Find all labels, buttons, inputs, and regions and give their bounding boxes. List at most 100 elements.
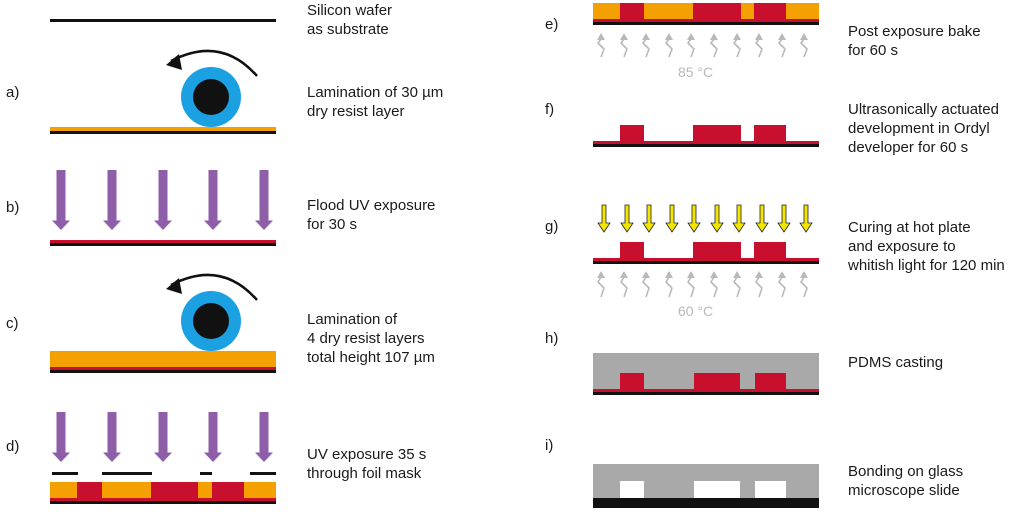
description-line: microscope slide [848, 482, 960, 499]
heat-arrow [733, 33, 741, 58]
heat-squiggle [597, 38, 605, 58]
exposed-region [693, 3, 741, 19]
exposed-resist-layer [50, 367, 276, 370]
silicon-wafer [593, 22, 819, 25]
description-line: through foil mask [307, 465, 422, 482]
heat-arrow [800, 271, 808, 298]
step-label-c: c) [6, 315, 19, 332]
step-b-graphic [50, 240, 276, 246]
heat-arrowhead [665, 271, 673, 278]
glass-slide [593, 498, 819, 508]
heat-arrowhead [620, 271, 628, 278]
heat-squiggle [687, 38, 695, 58]
uv-arrow [154, 412, 172, 462]
step-label-h: h) [545, 330, 559, 347]
silicon-wafer [50, 370, 276, 373]
description-line: Curing at hot plate [848, 219, 971, 236]
roller-icon [166, 49, 258, 127]
arrow-shaft [107, 170, 117, 221]
exposed-region [212, 482, 244, 498]
heat-arrow [597, 271, 605, 298]
heat-arrow [800, 33, 808, 58]
microchannel [620, 481, 644, 498]
light-arrow [642, 204, 656, 233]
exposed-region [151, 482, 198, 498]
foil-mask-segment [200, 472, 212, 475]
heat-arrowhead [800, 271, 808, 278]
uv-arrow [103, 412, 121, 462]
heat-arrowhead [755, 33, 763, 40]
heat-arrow [665, 271, 673, 298]
step-label-e: e) [545, 16, 559, 33]
resist-structure [620, 373, 644, 389]
description-line: for 60 s [848, 42, 899, 59]
exposed-region [754, 3, 786, 19]
heat-arrow [642, 33, 650, 58]
heat-arrowhead [755, 271, 763, 278]
rotation-arrow-arc [170, 49, 258, 77]
rotation-arrowhead [166, 54, 182, 70]
uv-arrow [52, 170, 70, 230]
heat-squiggle [733, 38, 741, 58]
description-line: Silicon wafer [307, 2, 393, 19]
step-f-graphic [593, 125, 819, 147]
microchannel [694, 481, 740, 498]
arrow-head [154, 452, 172, 462]
heat-squiggle [710, 276, 718, 298]
heat-arrow [665, 33, 673, 58]
description-line: Lamination of [307, 311, 398, 328]
exposed-region [77, 482, 102, 498]
arrow-head [255, 220, 273, 230]
roller-core [193, 303, 229, 339]
silicon-wafer [50, 501, 276, 504]
heat-squiggle [800, 276, 808, 298]
description-line: Ultrasonically actuated [848, 101, 999, 118]
uv-arrow [204, 412, 222, 462]
foil-mask-segment [102, 472, 152, 475]
light-arrow-icon [732, 204, 746, 233]
exposed-resist-layer [50, 498, 276, 501]
heat-arrowhead [687, 33, 695, 40]
arrow-shaft [107, 412, 117, 453]
arrow-head [204, 220, 222, 230]
light-arrow [732, 204, 746, 233]
description-line: Bonding on glass [848, 463, 964, 480]
dry-resist-layer [50, 127, 276, 131]
light-arrow-icon [597, 204, 611, 233]
heat-arrowhead [733, 271, 741, 278]
heat-arrowhead [778, 33, 786, 40]
heat-arrow [710, 271, 718, 298]
resist-structure [693, 125, 741, 141]
step-h-graphic [593, 353, 819, 395]
resist-structure [755, 373, 786, 389]
temperature-label-g: 60 °C [678, 303, 714, 319]
step-label-i: i) [545, 437, 554, 454]
heat-squiggle [620, 276, 628, 298]
step-g-graphic [593, 242, 819, 264]
step-a-graphic [50, 127, 276, 134]
light-arrow [710, 204, 724, 233]
heat-arrow [597, 33, 605, 58]
roller-icon [166, 273, 258, 351]
dry-resist-stack [50, 351, 276, 367]
description-line: as substrate [307, 21, 389, 38]
exposed-resist-layer [593, 141, 819, 144]
heat-squiggle [642, 38, 650, 58]
exposed-resist-layer [593, 258, 819, 261]
description-line: Flood UV exposure [307, 197, 436, 214]
description-line: 4 dry resist layers [307, 330, 425, 347]
heat-arrowhead [597, 33, 605, 40]
step-i-graphic [593, 464, 819, 508]
heat-arrow [710, 33, 718, 58]
heat-arrow [620, 271, 628, 298]
rotation-arrowhead [166, 278, 182, 294]
heat-arrow [642, 271, 650, 298]
step-label-b: b) [6, 199, 20, 216]
heat-arrowhead [642, 271, 650, 278]
heat-squiggle [620, 38, 628, 58]
heat-arrowhead [733, 33, 741, 40]
description-line: UV exposure 35 s [307, 446, 427, 463]
arrow-head [52, 220, 70, 230]
